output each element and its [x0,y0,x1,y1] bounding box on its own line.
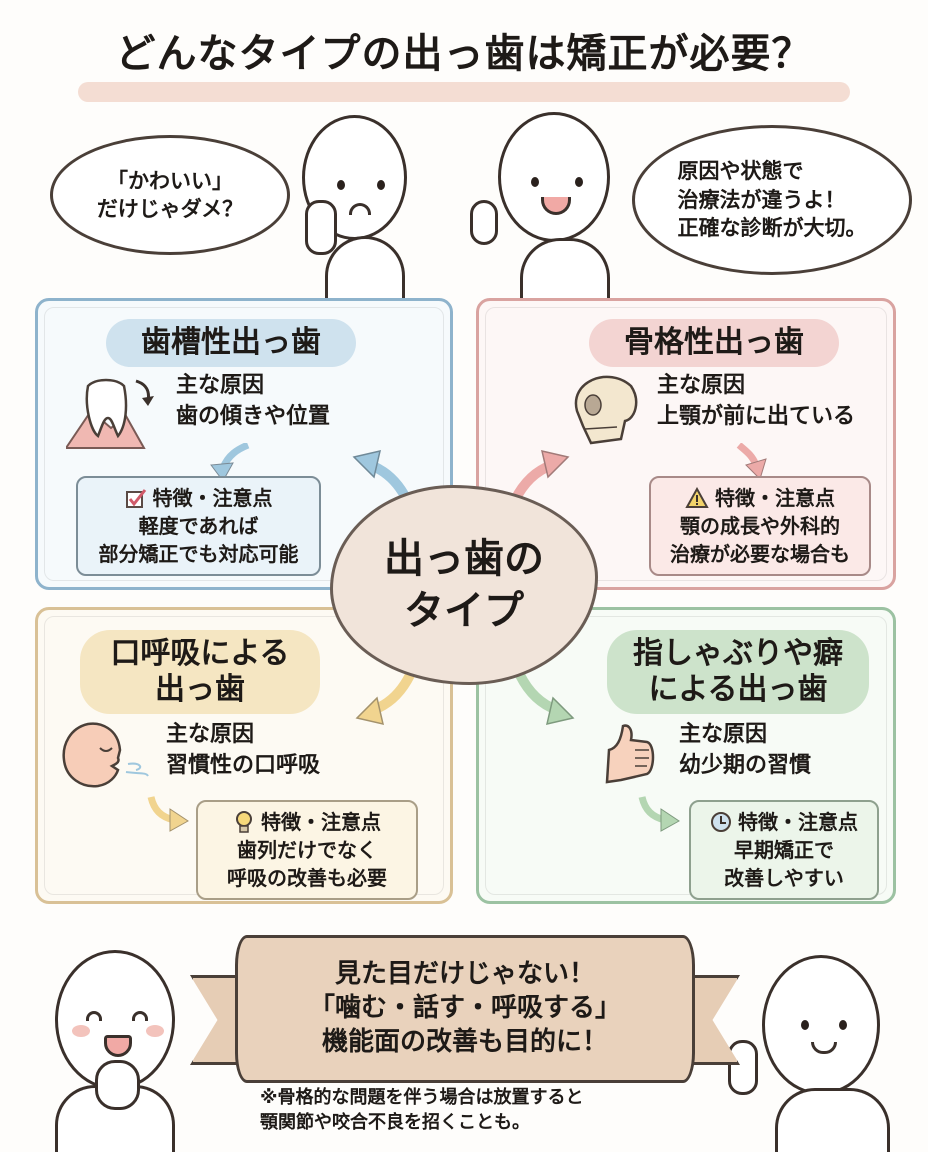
cause-text: 上顎が前に出ている [657,403,856,429]
note-title: 特徴・注意点 [738,810,858,834]
note-title: 特徴・注意点 [715,486,835,510]
blush [72,1025,90,1037]
warning-icon [685,487,709,508]
card-title: 口呼吸による 出っ歯 [80,630,320,714]
note-text: 顎の成長や外科的 治療が必要な場合も [670,514,850,566]
center-cloud: 出っ歯の タイプ [330,485,598,685]
card-title: 骨格性出っ歯 [589,319,839,367]
skull-icon [574,375,638,445]
arrow-to-mouth-breathing-icon [355,672,415,726]
footnote: ※骨格的な問題を伴う場合は放置すると 顎関節や咬合不良を招くことも。 [260,1087,584,1134]
center-label: 出っ歯の タイプ [384,536,544,634]
note-title: 特徴・注意点 [152,486,273,510]
worried-person-body [325,236,405,298]
eye [531,177,539,187]
note-header: 特徴・注意点 [88,484,309,512]
note-header: 特徴・注意点 [208,808,406,836]
closed-eye [132,1011,148,1021]
cause-text: 幼少期の習慣 [679,752,812,778]
note-box: 特徴・注意点 早期矯正で 改善しやすい [689,800,879,900]
title-highlight [78,82,850,102]
hand-on-cheek [305,200,337,255]
eye [801,1020,809,1030]
note-text: 早期矯正で 改善しやすい [724,838,844,890]
speech-bubble-left: 「かわいい」 だけじゃダメ？ [50,135,290,255]
eye [839,1020,847,1030]
speech-bubble-right: 原因や状態で 治療法が違うよ！ 正確な診断が大切。 [632,125,912,275]
eye [377,180,385,190]
eye [337,180,345,190]
note-box: 特徴・注意点 顎の成長や外科的 治療が必要な場合も [649,476,871,576]
cause-label: 主な原因 [166,722,255,747]
closed-eye [86,1011,102,1021]
curved-arrow-down-icon [210,443,250,482]
smiling-person-body [775,1088,890,1152]
card-title: 指しゃぶりや癖 による出っ歯 [607,630,869,714]
card-inner-border [44,307,444,581]
speech-text-right: 原因や状態で 治療法が違うよ！ 正確な診断が大切。 [677,159,867,241]
cause: 主な原因 歯の傾きや位置 [176,371,330,433]
cause-label: 主な原因 [679,722,768,747]
cause: 主な原因 習慣性の口呼吸 [166,720,320,782]
thumb-icon [605,724,655,784]
note-header: 特徴・注意点 [661,484,859,512]
banner-text: 見た目だけじゃない！ 「噛む・話す・呼吸する」 機能面の改善も目的に！ [308,959,621,1057]
note-text: 歯列だけでなく 呼吸の改善も必要 [227,838,387,890]
curved-arrow-down-icon [736,443,767,480]
smile-mouth [811,1042,837,1054]
note-text: 軽度であれば 部分矯正でも対応可能 [98,514,299,566]
frown-mouth [349,203,371,215]
checkbox-icon [125,489,146,508]
cause-label: 主な原因 [657,373,746,398]
card-inner-border [485,616,887,895]
note-title: 特徴・注意点 [261,810,381,834]
curved-arrow-right-icon [147,796,189,832]
cause: 主な原因 上顎が前に出ている [657,371,855,433]
speech-text-left: 「かわいい」 だけじゃダメ？ [96,168,244,221]
smiling-person-head [762,955,880,1095]
page-title-wrap: どんなタイプの出っ歯は矯正が必要？ [0,30,928,78]
smile-mouth [541,197,571,215]
message-banner: 見た目だけじゃない！ 「噛む・話す・呼吸する」 機能面の改善も目的に！ [235,935,695,1083]
cause-text: 歯の傾きや位置 [176,403,331,429]
lightbulb-icon [236,811,252,833]
curved-arrow-right-icon [638,796,680,832]
breathing-face-icon [62,722,149,788]
cause: 主な原因 幼少期の習慣 [679,720,811,782]
card-mouth-breathing: 口呼吸による 出っ歯 主な原因 習慣性の口呼吸 特徴・注意点 歯列だけでなく 呼… [35,607,453,904]
note-box: 特徴・注意点 歯列だけでなく 呼吸の改善も必要 [196,800,418,900]
pointing-finger [728,1040,758,1095]
pointing-finger [470,200,498,245]
cause-text: 習慣性の口呼吸 [166,752,321,778]
clock-icon [711,812,731,832]
page-title: どんなタイプの出っ歯は矯正が必要？ [115,31,813,77]
note-box: 特徴・注意点 軽度であれば 部分矯正でも対応可能 [76,476,321,576]
note-header: 特徴・注意点 [701,808,867,836]
open-smile [104,1035,132,1057]
tooth-icon [66,378,154,449]
card-inner-border [485,307,887,581]
cause-label: 主な原因 [176,373,265,398]
card-title: 歯槽性出っ歯 [106,319,356,367]
arrow-to-habit-icon [515,672,575,726]
blush [146,1025,164,1037]
clasped-hands [95,1060,140,1110]
explaining-person-body [520,238,610,298]
eye [575,177,583,187]
explaining-person-head [498,112,610,242]
